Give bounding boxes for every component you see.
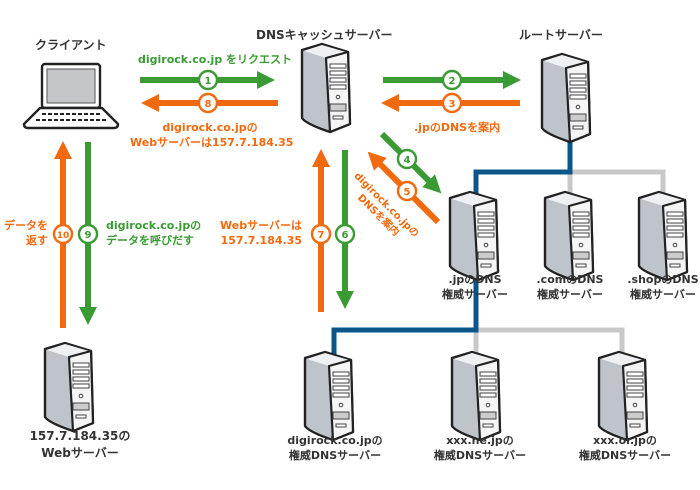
step9-label: digirock.co.jpのデータを呼びだす	[106, 219, 202, 247]
jp-tree-lines	[331, 290, 625, 355]
badge-step-4: 4	[396, 148, 418, 170]
laptop-icon	[22, 62, 120, 130]
svg-text:3: 3	[449, 99, 456, 110]
com-dns-server-icon	[543, 190, 595, 282]
svg-text:2: 2	[449, 76, 456, 87]
svg-text:8: 8	[205, 99, 212, 110]
root-server-icon	[540, 52, 592, 144]
root-title: ルートサーバー	[519, 28, 603, 42]
badge-step-6: 6	[334, 223, 356, 245]
jp-dns-server-icon	[448, 190, 500, 282]
svg-text:1: 1	[205, 76, 212, 87]
svg-text:9: 9	[85, 230, 92, 241]
shop-dns-server-icon	[637, 190, 689, 282]
step10-label: データを返す	[4, 219, 48, 247]
ne-dns-title: xxx.ne.jpの権威DNSサーバー	[433, 434, 527, 462]
badge-step-5: 5	[396, 180, 418, 202]
svg-text:7: 7	[318, 230, 325, 241]
step1-label: digirock.co.jp をリクエスト	[138, 53, 293, 66]
web-server-icon	[43, 341, 95, 433]
svg-text:5: 5	[404, 187, 411, 198]
badge-step-10: 10	[52, 223, 74, 245]
badge-step-9: 9	[77, 223, 99, 245]
svg-text:6: 6	[342, 230, 349, 241]
badge-step-1: 1	[197, 69, 219, 91]
svg-text:10: 10	[57, 231, 70, 241]
svg-text:4: 4	[404, 155, 411, 166]
badge-step-2: 2	[441, 69, 463, 91]
step-badges: 1 8 2 3 4 5 6 7 9 10	[52, 69, 463, 245]
dns-cache-server-icon	[300, 42, 352, 134]
or-dns-server-icon	[597, 350, 649, 442]
digirock-dns-title: digirock.co.jpの権威DNSサーバー	[287, 434, 383, 462]
badge-step-3: 3	[441, 92, 463, 114]
or-dns-title: xxx.or.jpの権威DNSサーバー	[578, 434, 672, 462]
ne-dns-server-icon	[450, 350, 502, 442]
client-title: クライアント	[35, 38, 107, 52]
step3-label: .jpのDNSを案内	[414, 121, 501, 134]
digirock-dns-server-icon	[303, 350, 355, 442]
dns-cache-title: DNSキャッシュサーバー	[256, 28, 393, 42]
badge-step-7: 7	[310, 223, 332, 245]
badge-step-8: 8	[197, 92, 219, 114]
